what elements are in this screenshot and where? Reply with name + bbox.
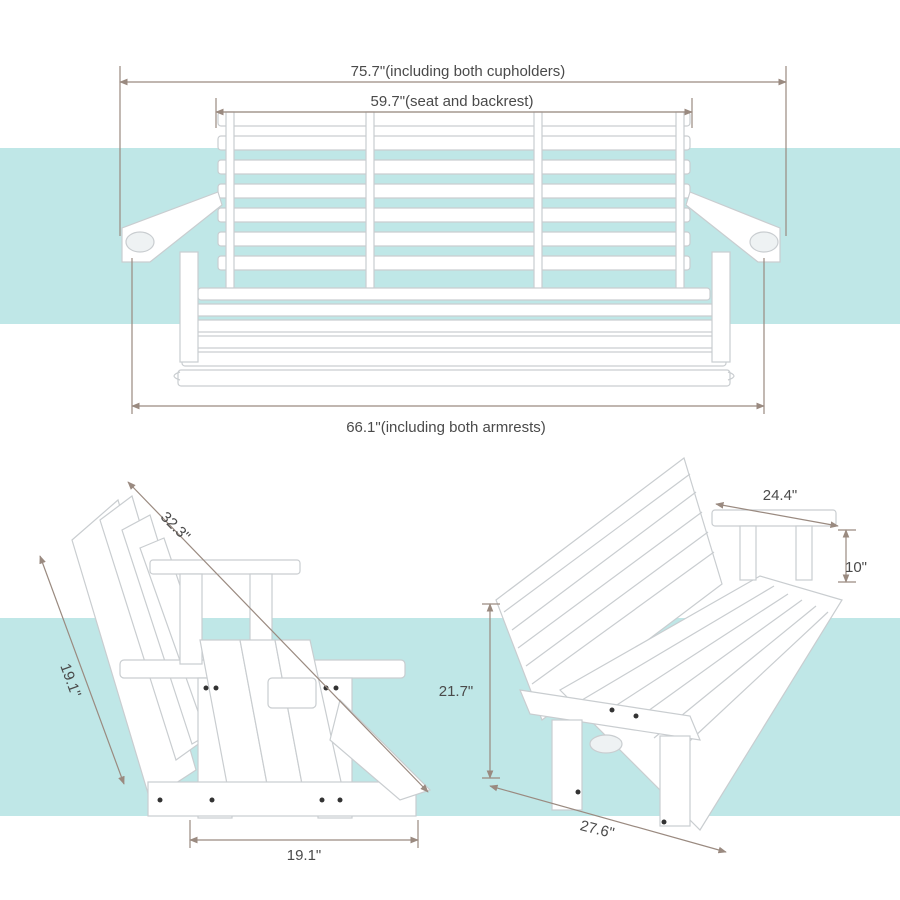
armrest-width-label: 66.1"(including both armrests) (346, 419, 546, 436)
side-view-dimensions (39, 481, 429, 848)
seat-backrest-width-label: 59.7"(seat and backrest) (371, 93, 534, 110)
side-depth-label: 19.1" (287, 847, 322, 864)
side-height-label: 19.1" (56, 661, 84, 699)
side-view-swing (71, 495, 432, 819)
armrest-length-label: 24.4" (763, 487, 798, 504)
armrest-height-label: 10" (845, 559, 867, 576)
overall-width-label: 75.7"(including both cupholders) (351, 63, 566, 80)
seat-depth-label: 27.6" (578, 817, 616, 842)
angle-view-dimensions (482, 502, 856, 854)
seat-height-label: 21.7" (439, 683, 474, 700)
angle-view-swing (495, 457, 843, 831)
front-view-dimensions (119, 66, 787, 414)
front-view-swing (121, 111, 781, 387)
